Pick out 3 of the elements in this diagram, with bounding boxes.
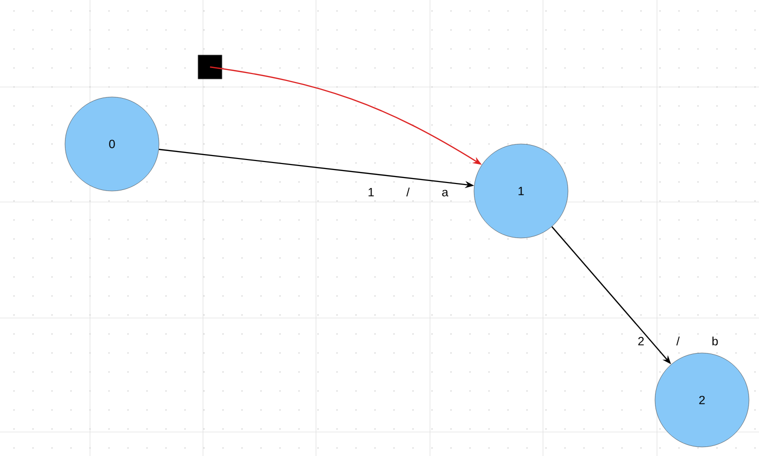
start-square: [198, 54, 222, 80]
edge-label: 2 / b: [638, 336, 718, 346]
edge-label: 1 / a: [368, 188, 448, 196]
